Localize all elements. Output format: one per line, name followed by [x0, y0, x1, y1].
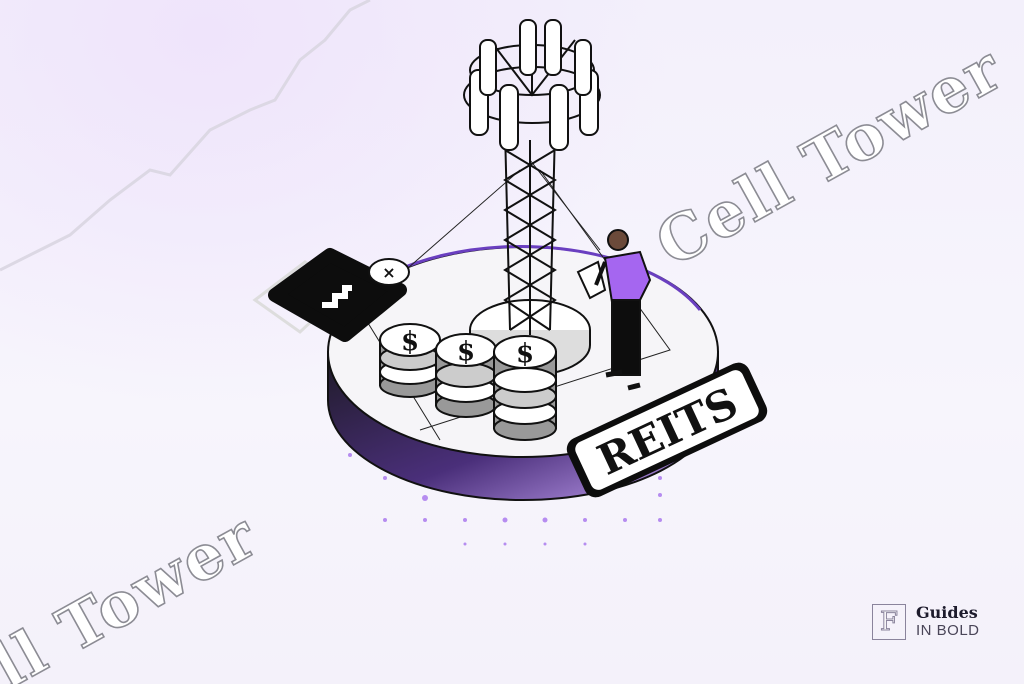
coin-stacks: $ $ $ — [379, 323, 557, 441]
coin-stack-3: $ — [493, 335, 557, 441]
svg-text:×: × — [382, 263, 395, 282]
floor-dots — [348, 453, 662, 546]
svg-text:$: $ — [401, 327, 419, 357]
trend-line — [0, 0, 371, 272]
coin-stack-1: $ — [379, 323, 441, 398]
cell-tower — [463, 19, 601, 335]
person-with-tablet — [576, 229, 652, 391]
headline-bottom: ll Tower — [0, 498, 269, 684]
guides-in-bold-logo: F Guides IN BOLD — [872, 604, 980, 640]
close-icon: × — [368, 258, 410, 286]
logo-mark-icon: F — [872, 604, 906, 640]
svg-text:$: $ — [516, 339, 534, 369]
svg-text:$: $ — [457, 337, 475, 367]
headline-top: Cell Tower — [644, 31, 1015, 281]
logo-subtitle: IN BOLD — [916, 622, 980, 639]
logo-title: Guides — [916, 603, 978, 622]
coin-stack-2: $ — [435, 333, 497, 418]
